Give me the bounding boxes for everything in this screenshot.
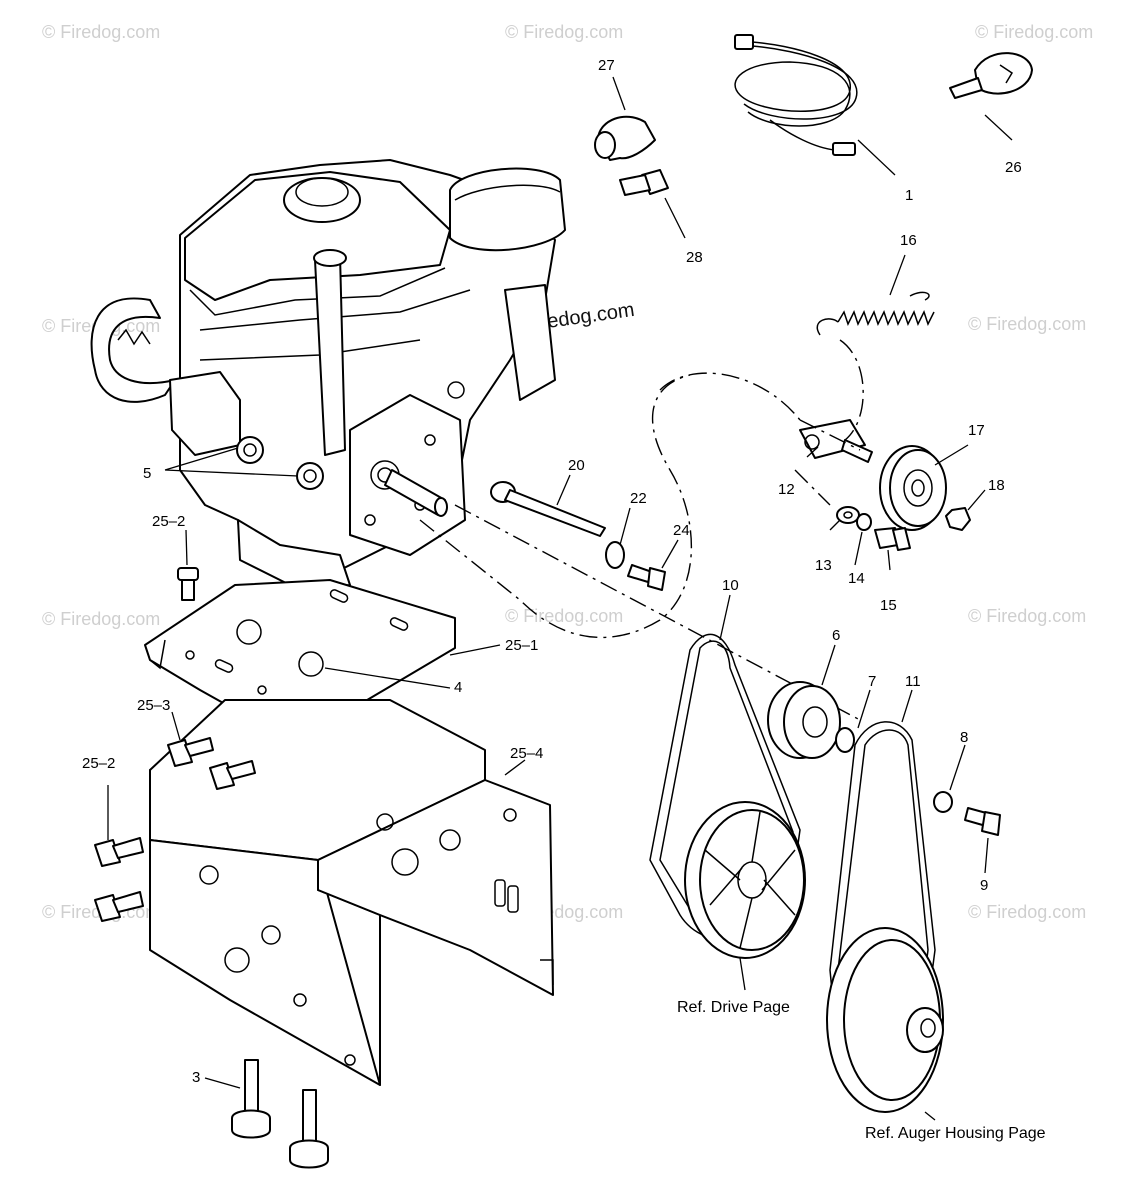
- part-24-bolt: [627, 564, 666, 591]
- part-7-spacer: [835, 727, 855, 753]
- part-26-knob: [949, 52, 1033, 99]
- part-15-bolt: [874, 527, 911, 551]
- watermark: © Firedog.com: [505, 22, 623, 42]
- part-22-washer: [605, 541, 625, 569]
- part-25-4-frame: [149, 699, 554, 1086]
- label-25-3: 25–3: [137, 697, 170, 714]
- watermark: © Firedog.com: [975, 22, 1093, 42]
- part-6-engine-pulley: [767, 681, 841, 759]
- watermark: © Firedog.com: [505, 606, 623, 626]
- part-25-2-bolt-top: [177, 567, 199, 601]
- label-25-2-top: 25–2: [152, 513, 185, 530]
- part-3-carriage-bolts: [231, 1059, 329, 1169]
- ref-auger-housing-page: Ref. Auger Housing Page: [865, 1125, 1046, 1142]
- leader-lines: [107, 76, 1013, 1121]
- part-8-washer: [933, 791, 953, 813]
- part-25-3-bolt: [167, 737, 256, 790]
- label-10: 10: [722, 577, 739, 594]
- label-1: 1: [905, 187, 913, 204]
- part-1-wire-harness: [734, 34, 858, 156]
- label-18: 18: [988, 477, 1005, 494]
- drive-pulley: [684, 801, 806, 959]
- label-6: 6: [832, 627, 840, 644]
- part-27-clip: [594, 115, 656, 161]
- label-11: 11: [905, 673, 921, 690]
- watermark: © Firedog.com: [42, 609, 160, 629]
- watermark: © Firedog.com: [968, 314, 1086, 334]
- label-15: 15: [880, 597, 897, 614]
- label-20: 20: [568, 457, 585, 474]
- label-27: 27: [598, 57, 615, 74]
- label-17: 17: [968, 422, 985, 439]
- label-25-4: 25–4: [510, 745, 543, 762]
- label-4: 4: [454, 679, 462, 696]
- label-8: 8: [960, 729, 968, 746]
- part-12-idler-bracket: [799, 419, 873, 463]
- label-13: 13: [815, 557, 832, 574]
- label-28: 28: [686, 249, 703, 266]
- label-26: 26: [1005, 159, 1022, 176]
- part-28-screw: [619, 169, 669, 196]
- engine: [90, 159, 566, 591]
- part-labels: 27 28 1 26 16 12 17 18 13 14 15 20 22 24…: [82, 57, 1046, 1142]
- auger-pulley: [826, 927, 944, 1113]
- label-9: 9: [980, 877, 988, 894]
- part-18-nut: [945, 507, 971, 531]
- routing-lines: [419, 339, 864, 721]
- part-25-2-bolt-side: [94, 837, 144, 922]
- label-12: 12: [778, 481, 795, 498]
- part-9-bolt: [964, 807, 1001, 836]
- label-22: 22: [630, 490, 647, 507]
- label-25-1: 25–1: [505, 637, 538, 654]
- part-25-1-engine-plate: [144, 579, 456, 723]
- label-5: 5: [143, 465, 151, 482]
- watermark: © Firedog.com: [968, 902, 1086, 922]
- watermark: © Firedog.com: [42, 22, 160, 42]
- label-7: 7: [868, 673, 876, 690]
- part-14-washer: [856, 513, 872, 531]
- label-25-2-side: 25–2: [82, 755, 115, 772]
- ref-drive-page: Ref. Drive Page: [677, 999, 790, 1016]
- watermark: © Firedog.com: [968, 606, 1086, 626]
- part-20-shaft: [490, 481, 606, 537]
- label-16: 16: [900, 232, 917, 249]
- label-24: 24: [673, 522, 690, 539]
- part-17-idler-pulley: [879, 445, 947, 531]
- part-16-spring: [816, 291, 935, 336]
- label-14: 14: [848, 570, 865, 587]
- label-3: 3: [192, 1069, 200, 1086]
